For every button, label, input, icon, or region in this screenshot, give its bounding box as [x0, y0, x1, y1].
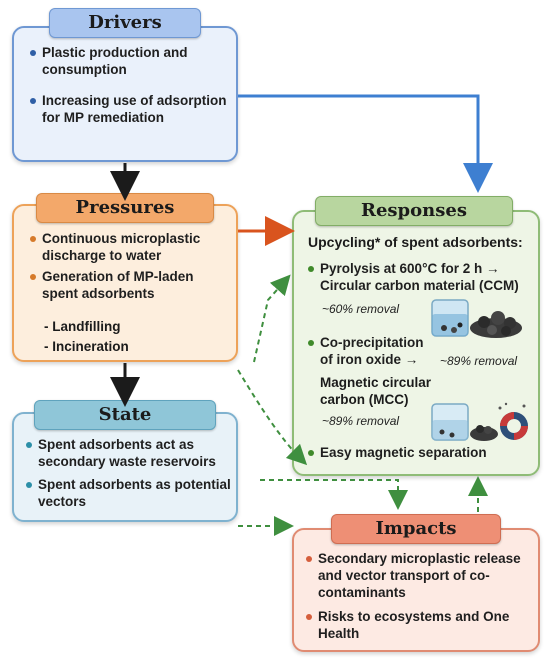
bullet-icon [308, 266, 314, 272]
impacts-item-2: Risks to ecosystems and One Health [306, 608, 532, 642]
responses-separation: Easy magnetic separation [308, 444, 526, 461]
ccm-beaker-illustration [431, 299, 522, 338]
responses-pyrolysis: Pyrolysis at 600°C for 2 h → Circular ca… [308, 260, 526, 294]
arrow-drivers-to-responses [238, 94, 493, 193]
pressures-subitem-incineration: - Incineration [44, 339, 129, 354]
drivers-item-1: Plastic production and consumption [30, 44, 232, 78]
coprecip-removal-label: ~89% removal [440, 354, 518, 368]
bullet-icon [306, 556, 312, 562]
mcc-removal-label: ~89% removal [322, 414, 400, 428]
responses-intro: Upcycling* of spent adsorbents: [308, 234, 523, 250]
bullet-icon [26, 442, 32, 448]
bullet-icon [30, 274, 36, 280]
impacts-header: Impacts [331, 514, 501, 544]
state-box: Spent adsorbents act as secondary waste … [12, 412, 238, 522]
bullet-icon [308, 340, 314, 346]
arrow-responses-to-impacts-dashed [260, 479, 408, 510]
pressures-header: Pressures [36, 193, 214, 223]
arrow-pressures-feedback-dashed [253, 274, 291, 363]
drivers-box: Plastic production and consumption Incre… [12, 26, 238, 162]
pressures-item-2: Generation of MP-laden spent adsorbents [30, 268, 232, 302]
impacts-box: Secondary microplastic release and vecto… [292, 528, 540, 652]
bullet-icon [306, 614, 312, 620]
bullet-icon [30, 98, 36, 104]
ccm-removal-label: ~60% removal [322, 302, 400, 316]
bullet-icon [30, 50, 36, 56]
state-item-2: Spent adsorbents as potential vectors [26, 476, 234, 510]
responses-coprecipitation: Co-precipitation of iron oxide → [308, 334, 438, 368]
magnet-icon [500, 412, 528, 440]
bullet-icon [308, 450, 314, 456]
arrow-pressures-to-impacts-dashed [237, 369, 308, 466]
bullet-icon [30, 236, 36, 242]
drivers-item-2: Increasing use of adsorption for MP reme… [30, 92, 232, 126]
drivers-header: Drivers [49, 8, 201, 38]
bullet-icon [26, 482, 32, 488]
pressures-box: Continuous microplastic discharge to wat… [12, 204, 238, 362]
pressures-subitem-landfilling: - Landfilling [44, 319, 121, 334]
state-item-1: Spent adsorbents act as secondary waste … [26, 436, 234, 470]
pressures-item-1: Continuous microplastic discharge to wat… [30, 230, 232, 264]
mcc-label: Magnetic circular carbon (MCC) [320, 375, 432, 407]
mcc-magnet-illustration [431, 402, 528, 441]
impacts-item-1: Secondary microplastic release and vecto… [306, 550, 532, 601]
responses-box: Upcycling* of spent adsorbents: Pyrolysi… [292, 210, 540, 476]
responses-header: Responses [315, 196, 513, 226]
